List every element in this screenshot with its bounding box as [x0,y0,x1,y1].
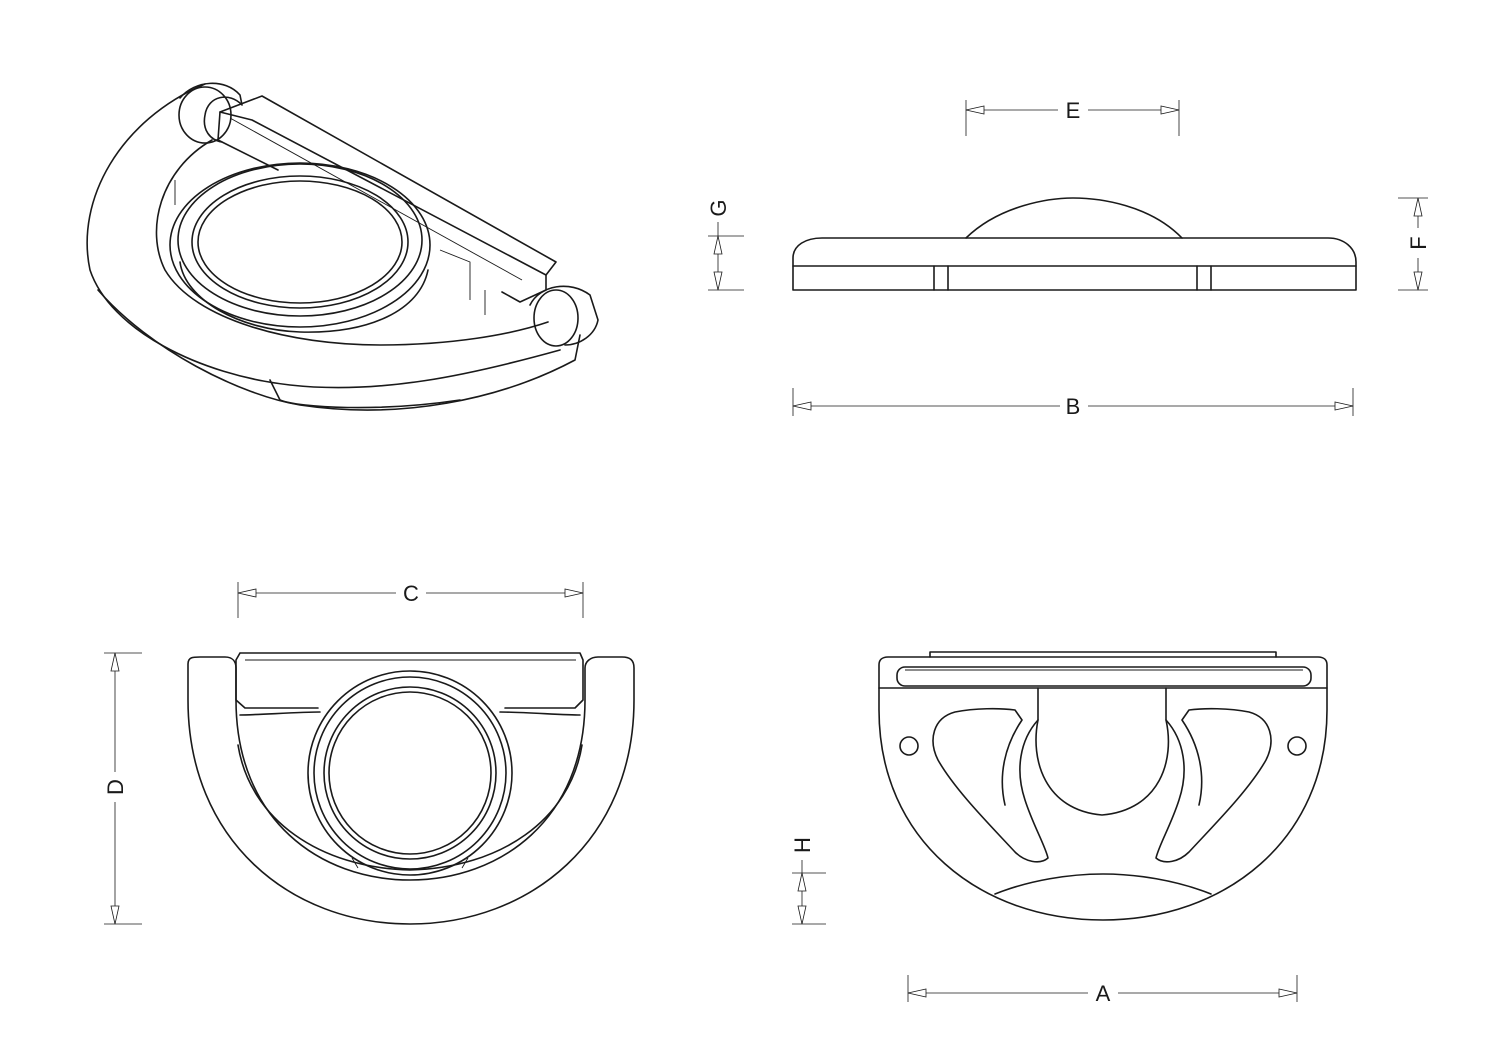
dim-label-b: B [1066,394,1081,419]
dimension-a: A [907,975,1298,1006]
iso-ring-outer [86,83,561,389]
dim-label-a: A [1096,981,1111,1006]
front-inner-arc2 [239,711,581,716]
front-bar [235,652,584,709]
bottom-center-cut [1035,719,1170,816]
isometric-view [86,82,599,411]
dim-label-e: E [1066,98,1081,123]
iso-details [174,180,486,315]
dimension-d: D [103,652,142,925]
dimension-b: B [792,388,1354,419]
iso-bar-edge [229,117,523,281]
front-disc-face-inner [328,691,492,855]
bottom-hole-left [899,736,919,756]
dim-label-d: D [103,779,128,795]
bottom-slot-left [932,687,1049,863]
front-disc-outer [307,670,513,876]
dim-label-h: H [790,837,815,853]
side-dome [965,197,1183,239]
bottom-arc [994,873,1212,895]
front-disc-face [323,686,497,860]
bottom-hole-right [1287,736,1307,756]
bottom-outer [878,656,1328,921]
front-inner-arc [237,744,583,871]
iso-disc-side [179,261,429,333]
dim-label-g: G [706,199,731,216]
dimension-f: F [1398,197,1431,291]
iso-bar-front [217,111,547,303]
front-view [187,652,635,925]
iso-ring-bottom-edge [269,379,461,409]
bottom-slot-right [1155,687,1272,863]
dimension-g: G [706,199,744,291]
dim-label-f: F [1406,236,1431,249]
iso-disc-face-inner [197,180,403,304]
dimension-e: E [965,98,1180,136]
front-disc-rim [313,676,507,870]
iso-disc-rim [177,163,423,317]
iso-bar-top [219,95,557,276]
iso-disc-base [169,162,431,328]
side-view [792,197,1357,291]
side-outline [792,237,1357,291]
bottom-bar-top [929,651,1277,658]
dimension-h: H [790,837,826,925]
dimension-c: C [237,581,584,618]
bottom-bar [896,666,1312,687]
iso-ring-inner [155,139,549,346]
dim-label-c: C [403,581,419,606]
bottom-view [878,651,1328,921]
iso-disc-face [191,175,409,309]
iso-right-end-cap [533,289,579,347]
